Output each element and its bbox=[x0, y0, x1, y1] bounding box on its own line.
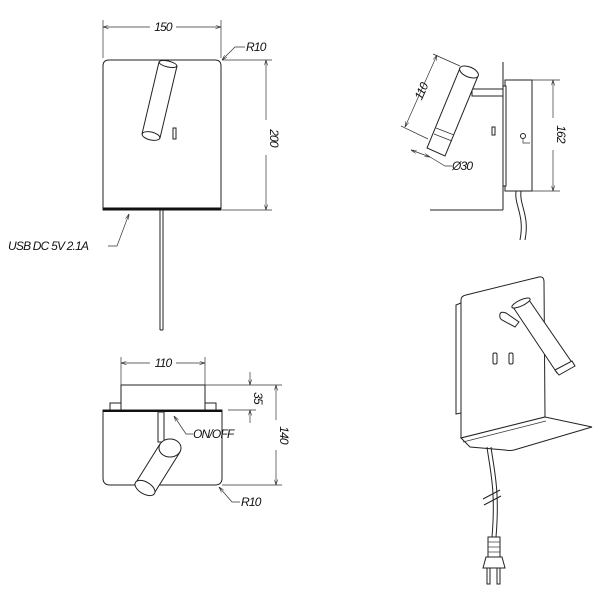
lamp-diameter-callout: Ø30 bbox=[411, 150, 474, 173]
usb-label: USB DC 5V 2.1A bbox=[8, 239, 89, 253]
junction-box bbox=[504, 79, 533, 192]
front-view: 150 R10 200 USB DC 5V 2.1A bbox=[8, 20, 281, 331]
box-width-dimension: 110 bbox=[120, 356, 206, 385]
width-dim-label: 150 bbox=[154, 20, 173, 34]
side-cable bbox=[515, 190, 522, 241]
width-dimension: 150 bbox=[102, 20, 222, 58]
lamp-diameter-label: Ø30 bbox=[451, 159, 473, 173]
switch-label: ON/OFF bbox=[193, 427, 235, 441]
height-dim-label: 200 bbox=[267, 128, 281, 148]
usb-port-2 bbox=[508, 352, 514, 365]
side-view: 110 Ø30 162 bbox=[400, 53, 568, 241]
cable-break bbox=[482, 489, 501, 500]
radius-callout: R10 bbox=[222, 40, 268, 60]
persp-lamp bbox=[511, 297, 576, 376]
box-depth-label: 35 bbox=[251, 392, 265, 405]
top-radius-callout: R10 bbox=[219, 487, 263, 509]
junction-box-top bbox=[120, 384, 206, 411]
box-depth-dimension: 35 bbox=[205, 372, 282, 423]
persp-shelf bbox=[460, 416, 593, 451]
reading-lamp bbox=[141, 59, 178, 141]
perspective-view bbox=[455, 276, 593, 585]
height-dimension: 200 bbox=[222, 59, 281, 211]
persp-arm bbox=[499, 311, 520, 328]
cable bbox=[159, 210, 164, 331]
total-depth-label: 140 bbox=[277, 426, 291, 445]
box-width-label: 110 bbox=[155, 356, 173, 370]
switch bbox=[172, 127, 177, 140]
usb-callout: USB DC 5V 2.1A bbox=[8, 214, 129, 253]
box-height-label: 162 bbox=[554, 125, 568, 144]
total-depth-dimension: 140 bbox=[222, 385, 291, 486]
usb-port-1 bbox=[492, 352, 498, 365]
lamp-arm bbox=[471, 88, 504, 97]
lamp-length-dimension: 110 bbox=[400, 53, 461, 140]
lamp-length-label: 110 bbox=[412, 80, 432, 102]
side-lamp bbox=[426, 65, 479, 157]
persp-wall-plate bbox=[460, 276, 546, 439]
box-height-dimension: 162 bbox=[532, 79, 568, 192]
top-lamp bbox=[134, 438, 182, 497]
top-radius-label: R10 bbox=[241, 495, 262, 509]
wall-plate bbox=[102, 59, 222, 211]
top-view: 110 35 140 ON/OFF R10 bbox=[102, 356, 291, 509]
switch-callout: ON/OFF bbox=[174, 416, 236, 441]
plug-icon bbox=[482, 536, 506, 585]
radius-label: R10 bbox=[246, 40, 267, 54]
persp-back-box bbox=[455, 302, 462, 415]
persp-cable bbox=[486, 446, 494, 538]
